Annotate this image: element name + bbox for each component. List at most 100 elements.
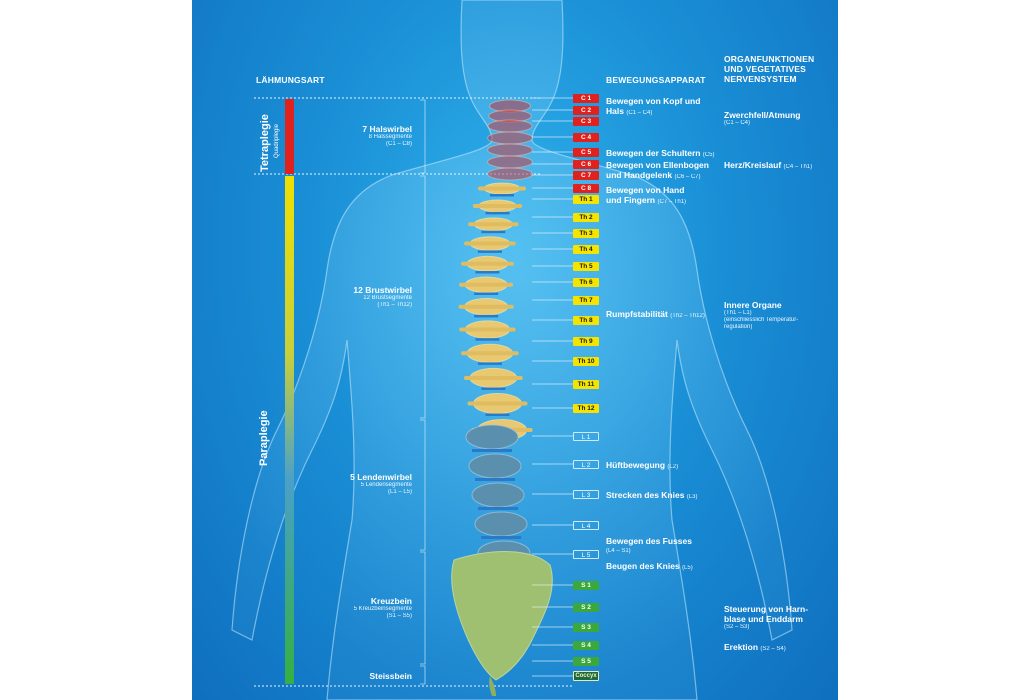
group-sacral-title: Kreuzbein [370, 596, 412, 606]
organ-heart-circulation: Herz/Kreislauf (C4 – Th1) [724, 160, 812, 172]
paraplegia-bar [285, 176, 294, 684]
movement-head-neck-line-2: Hals [606, 106, 624, 116]
organ-bladder-range: (S2 – S3) [724, 624, 750, 630]
group-lumbar: 5 Lendenwirbel 5 Lendensegmente (L1 – L5… [312, 472, 412, 496]
segment-tag-s3: S 3 [573, 623, 599, 632]
movement-knee-flexion: Beugen des Knies (L5) [606, 561, 693, 573]
label-paraplegia: Paraplegie [258, 410, 270, 466]
thoracic-disc-11 [485, 413, 510, 416]
thoracic-process-8 [459, 327, 516, 332]
group-coccygeal-title: Steissbein [369, 671, 412, 681]
organ-internal-note-2: regulation) [724, 324, 753, 330]
segment-tag-c7: C 7 [573, 171, 599, 180]
organ-heart-text: Herz/Kreislauf [724, 160, 782, 170]
organ-erection: Erektion (S2 – S4) [724, 642, 786, 654]
group-cervical-range: (C1 – C8) [385, 141, 412, 147]
group-cervical: 7 Halswirbel 8 Halssegmente (C1 – C8) [312, 124, 412, 148]
movement-hip-text: Hüftbewegung [606, 460, 666, 470]
segment-tag-c8: C 8 [573, 184, 599, 193]
thoracic-disc-9 [477, 362, 502, 365]
thoracic-process-4 [464, 241, 516, 246]
movement-trunk-stability-range: (Th2 – Th12) [670, 313, 705, 319]
group-lumbar-title: 5 Lendenwirbel [350, 472, 412, 482]
thoracic-process-9 [461, 351, 519, 356]
movement-hand-fingers: Bewegen von Hand und Fingern (C7 – Th1) [606, 185, 686, 207]
header-organ-line-1: ORGANFUNKTIONEN [724, 54, 815, 64]
movement-foot: Bewegen des Fusses (L4 – S1) [606, 536, 692, 556]
segment-leader-lines [532, 97, 573, 677]
thoracic-process-1 [478, 186, 526, 191]
thoracic-process-3 [468, 222, 519, 227]
segment-tag-l1: L 1 [573, 432, 599, 441]
organ-internal-text: Innere Organe [724, 300, 782, 310]
movement-trunk-stability: Rumpfstabilität (Th2 – Th12) [606, 309, 705, 321]
movement-knee-extension-range: (L3) [686, 494, 698, 500]
movement-hip: Hüftbewegung (L2) [606, 460, 678, 472]
organ-internal-organs: Innere Organe (Th1 – L1) (einschliesslic… [724, 300, 798, 331]
segment-tag-s4: S 4 [573, 641, 599, 650]
group-sacral: Kreuzbein 5 Kreuzbeinsegmente (S1 – S5) [312, 596, 412, 620]
segment-tag-l2: L 2 [573, 460, 599, 469]
thoracic-process-10 [463, 375, 523, 380]
cervical-vertebra-2 [488, 109, 532, 123]
segment-tag-th4: Th 4 [573, 245, 599, 254]
segment-tag-th11: Th 11 [573, 380, 599, 389]
thoracic-disc-5 [475, 271, 500, 274]
movement-shoulders-range: (C5) [702, 152, 715, 158]
dotted-separators [254, 97, 572, 687]
movement-foot-text: Bewegen des Fusses [606, 536, 692, 546]
segment-tag-s5: S 5 [573, 657, 599, 666]
organ-bladder-line-2: blase und Enddarm [724, 614, 803, 624]
cervical-vertebra-3 [487, 119, 533, 133]
group-lumbar-sub: 5 Lendensegmente [360, 482, 412, 488]
segment-tag-th1: Th 1 [573, 195, 599, 204]
segment-tag-c5: C 5 [573, 148, 599, 157]
cervical-vertebra-7 [487, 167, 533, 181]
thoracic-disc-6 [474, 292, 499, 295]
movement-shoulders: Bewegen der Schultern (C5) [606, 148, 715, 160]
cervical-vertebra-6 [487, 155, 533, 169]
lumbar-disc-2 [475, 478, 515, 481]
thoracic-disc-8 [475, 338, 500, 341]
segment-tag-th3: Th 3 [573, 229, 599, 238]
group-sacral-range: (S1 – S5) [386, 613, 412, 619]
cervical-vertebra-4 [487, 131, 533, 145]
lumbar-vertebra-3 [471, 482, 525, 508]
segment-tag-s2: S 2 [573, 603, 599, 612]
organ-bladder-line-1: Steuerung von Harn- [724, 604, 809, 614]
movement-knee-flexion-text: Beugen des Knies [606, 561, 680, 571]
group-thoracic: 12 Brustwirbel 12 Brustsegmente (Th1 – T… [312, 285, 412, 309]
header-organ-line-2: UND VEGETATIVES [724, 64, 807, 74]
movement-trunk-stability-text: Rumpfstabilität [606, 309, 668, 319]
spine-infographic: LÄHMUNGSART BEWEGUNGSAPPARAT ORGANFUNKTI… [192, 0, 838, 700]
segment-tag-th6: Th 6 [573, 278, 599, 287]
thoracic-process-7 [458, 304, 514, 309]
lumbar-disc-4 [481, 536, 521, 539]
organ-erection-range: (S2 – S4) [760, 646, 786, 652]
organ-heart-range: (C4 – Th1) [783, 164, 813, 170]
group-thoracic-range: (Th1 – Th12) [377, 302, 412, 308]
group-thoracic-title: 12 Brustwirbel [353, 285, 412, 295]
segment-tag-c4: C 4 [573, 133, 599, 142]
thoracic-process-2 [472, 203, 523, 208]
organ-diaphragm-range: (C1 – C4) [724, 120, 751, 126]
segment-tag-th8: Th 8 [573, 316, 599, 325]
lumbar-disc-1 [472, 449, 512, 452]
movement-elbow-wrist-line-2: und Handgelenk [606, 170, 673, 180]
movement-elbow-wrist-line-1: Bewegen von Ellenbogen [606, 160, 709, 170]
organ-internal-note-1: (einschliesslich Temperatur- [724, 317, 799, 323]
movement-hand-fingers-range: (C7 – Th1) [657, 199, 687, 205]
segment-tag-c2: C 2 [573, 106, 599, 115]
movement-foot-range: (L4 – S1) [606, 548, 631, 554]
tetraplegia-bar [285, 99, 294, 174]
organ-diaphragm-text: Zwerchfell/Atmung [724, 110, 801, 120]
header-paralysis-type: LÄHMUNGSART [256, 75, 325, 85]
coccyx [489, 676, 496, 696]
thoracic-disc-7 [474, 314, 499, 318]
segment-tag-th12: Th 12 [573, 404, 599, 413]
cervical-vertebra-5 [487, 143, 533, 157]
movement-head-neck-line-1: Bewegen von Kopf und [606, 96, 701, 106]
movement-shoulders-text: Bewegen der Schultern [606, 148, 701, 158]
organ-bladder-bowel: Steuerung von Harn- blase und Enddarm (S… [724, 604, 808, 631]
segment-tag-l5: L 5 [573, 550, 599, 559]
